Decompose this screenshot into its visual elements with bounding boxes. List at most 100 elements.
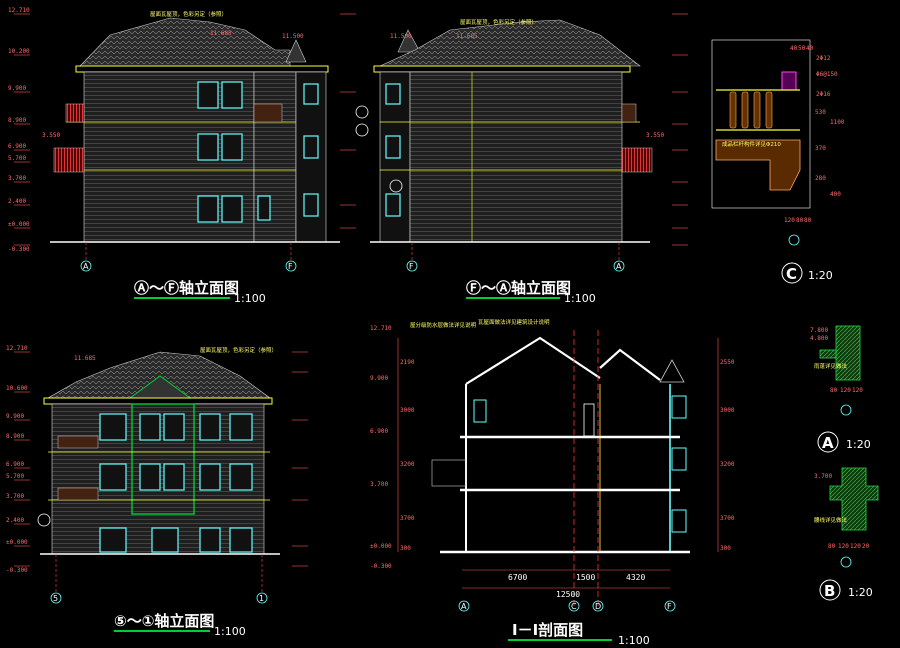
axis-label-f: F: [288, 262, 293, 271]
sec-level-9900: 9.900: [370, 375, 388, 382]
detail-c: 2Φ12 Φ6@150 2Φ16 成品栏杆构件详见Φ210 40 50 40 5…: [711, 39, 845, 284]
scale-elev-5-1: 1:100: [214, 625, 246, 638]
sec-dim-right-4: 300: [720, 545, 731, 552]
level-5700: 5.700: [8, 155, 26, 162]
sec-dim-left-4: 300: [400, 545, 411, 552]
dim-50: 50: [798, 45, 806, 52]
elevation-5-1: 12.710 10.600 9.900 8.900 6.900 5.700 3.…: [6, 345, 308, 638]
sec-axis-a: A: [461, 602, 467, 611]
rebar-1: 2Φ12: [816, 55, 831, 62]
roof: [79, 17, 291, 67]
level-0000: ±0.000: [6, 539, 28, 546]
sec-dim-left-0: 2190: [400, 359, 415, 366]
level-12710: 12.710: [8, 7, 30, 14]
dim-280: 280: [815, 175, 826, 182]
elevation-a-f: 12.710 10.200 9.900 8.900 6.900 5.700 3.…: [8, 7, 356, 305]
level-5700: 5.700: [6, 473, 24, 480]
level-10600: 10.600: [6, 385, 28, 392]
level-3700: 3.700: [8, 175, 26, 182]
eave-line: [43, 397, 273, 405]
bay-window: [131, 403, 195, 515]
level-8900: 8.900: [8, 117, 26, 124]
sec-dim-total: 12500: [556, 590, 580, 599]
scale-section: 1:100: [618, 634, 650, 647]
detail-a-label: A: [822, 434, 834, 452]
mark-11500: 11.500: [390, 33, 412, 40]
sec-dim-right-1: 3000: [720, 407, 735, 414]
level-9900: 9.900: [6, 413, 24, 420]
dim-530: 530: [815, 109, 826, 116]
axis-label-f: F: [409, 262, 414, 271]
level-2400: 2.400: [6, 517, 24, 524]
turret-roof: [285, 39, 307, 63]
axis-label-5: 5: [53, 594, 58, 603]
level-12710: 12.710: [6, 345, 28, 352]
level-2400: 2.400: [8, 198, 26, 205]
dim-80: 80: [796, 217, 804, 224]
detail-b-scale: 1:20: [848, 586, 873, 599]
detail-a-dim-1: 120: [840, 387, 851, 394]
sec-dim-left-2: 3200: [400, 461, 415, 468]
level-minus-300: -0.300: [6, 567, 28, 574]
sec-axis-f: F: [667, 602, 672, 611]
dim-80b: 80: [804, 217, 812, 224]
detail-b-dim-1: 120: [838, 543, 849, 550]
roof-note: 屋面瓦屋顶，色彩另定（参照）: [200, 346, 277, 354]
mark-3550: 3.550: [42, 132, 60, 139]
sec-level-12710: 12.710: [370, 325, 392, 332]
level-10200: 10.200: [8, 48, 30, 55]
sec-axis-d: D: [595, 602, 601, 611]
roof: [379, 19, 641, 67]
rebar-2: Φ6@150: [816, 71, 838, 78]
roof-note: 屋面瓦屋顶，色彩另定（参照）: [150, 10, 227, 18]
dim-400: 400: [830, 191, 841, 198]
windows: [99, 413, 253, 553]
detail-b-note: 腰线详见做法: [814, 516, 848, 524]
level-3700: 3.700: [6, 493, 24, 500]
sec-dim-6700: 6700: [508, 573, 527, 582]
axis-label-a: A: [83, 262, 89, 271]
detail-b-dim-3: 20: [862, 543, 870, 550]
section-i-i: 屋分级防水层做法详见说明 瓦屋面做法详见建筑设计说明 12.710 9.900 …: [370, 318, 735, 647]
axis-label-a: A: [616, 262, 622, 271]
detail-a-note: 雨蓬详见做法: [814, 362, 848, 370]
mark-11685: 11.685: [74, 355, 96, 362]
rebar-3: 2Φ16: [816, 91, 831, 98]
mark-11500: 11.500: [282, 33, 304, 40]
sec-level-0000: ±0.000: [370, 543, 392, 550]
detail-b-level-0: 3.700: [814, 473, 832, 480]
balusters: [729, 91, 773, 129]
detail-a: 7.800 4.800 雨蓬详见做法 80 120 120 A 1:20: [810, 325, 871, 453]
sec-dim-right-2: 3200: [720, 461, 735, 468]
main-wall: [409, 71, 623, 243]
detail-b: 3.700 腰线详见做法 80 120 120 20 B 1:20: [814, 467, 879, 601]
axis-bubble-a: [80, 260, 92, 272]
detail-b-dim-0: 80: [828, 543, 836, 550]
detail-a-level-0: 7.800: [810, 327, 828, 334]
level-6900: 6.900: [8, 143, 26, 150]
sec-level-3700: 3.700: [370, 481, 388, 488]
mark-11685: 11.685: [210, 30, 232, 37]
sec-axis-c: C: [571, 602, 577, 611]
mark-11685: 11.685: [456, 33, 478, 40]
level-marks-left: 12.710 10.200 9.900 8.900 6.900 5.700 3.…: [8, 7, 30, 253]
scale-elev-f-a: 1:100: [564, 292, 596, 305]
scale-elev-a-f: 1:100: [234, 292, 266, 305]
level-6900: 6.900: [6, 461, 24, 468]
sec-dim-left-1: 3000: [400, 407, 415, 414]
axis-label-1: 1: [259, 594, 264, 603]
sec-level-6900: 6.900: [370, 428, 388, 435]
sec-level-minus-300: -0.300: [370, 563, 392, 570]
level-minus-300: -0.300: [8, 246, 30, 253]
mark-3550: 3.550: [646, 132, 664, 139]
windows: [385, 83, 401, 217]
dim-40: 40: [790, 45, 798, 52]
detail-c-label: C: [786, 265, 797, 283]
dim-120: 120: [784, 217, 795, 224]
detail-c-scale: 1:20: [808, 269, 833, 282]
title-elev-f-a: Ⓕ～Ⓐ轴立面图: [466, 279, 571, 297]
sec-dim-1500: 1500: [576, 573, 595, 582]
sec-dim-right-0: 2550: [720, 359, 735, 366]
sec-dim-right-3: 3700: [720, 515, 735, 522]
